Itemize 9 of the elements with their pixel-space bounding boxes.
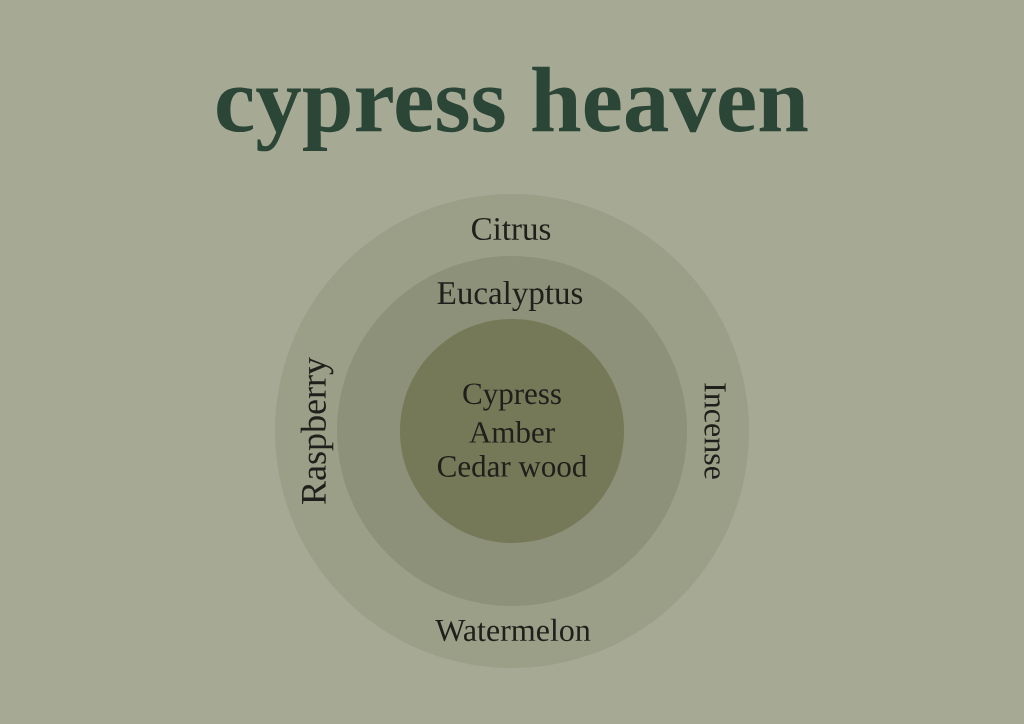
note-text: Incense [704, 383, 726, 479]
note-text: Raspberry [300, 357, 334, 504]
note-text: Citrus [472, 217, 551, 241]
title: cypress heaven [217, 66, 808, 152]
note-text: Watermelon [435, 618, 591, 642]
note-text: Eucalyptus [437, 281, 583, 311]
note-text: Cedar wood [437, 455, 587, 477]
note-text: Cypress [463, 383, 561, 411]
note-text: Amber [469, 421, 555, 443]
